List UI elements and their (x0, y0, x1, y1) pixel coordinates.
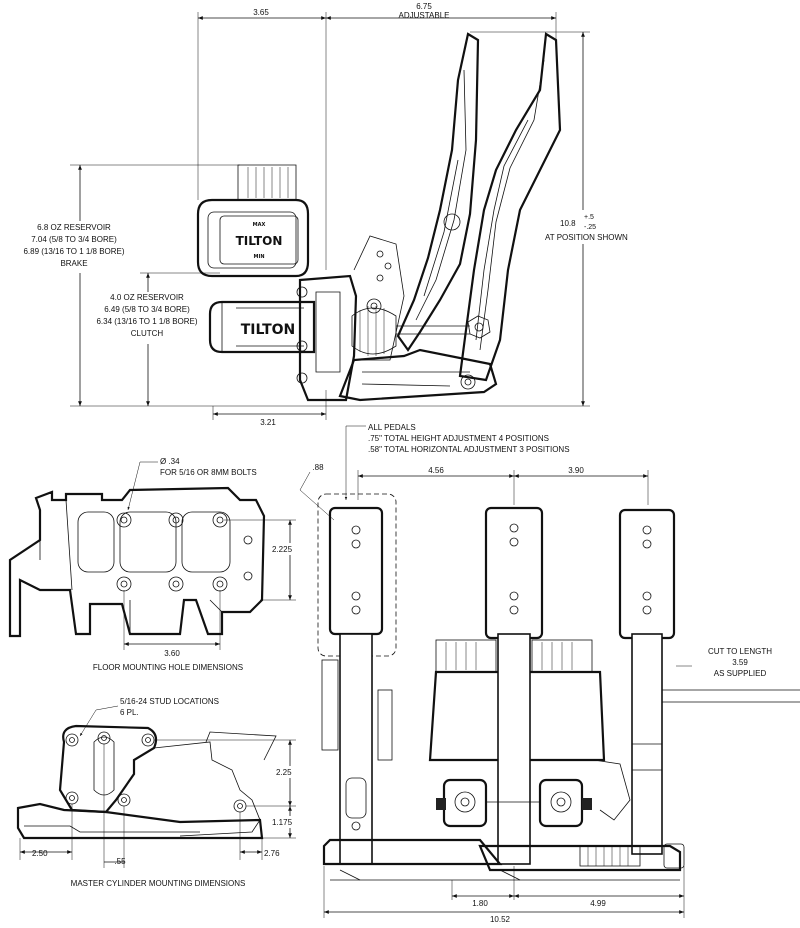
floor-view-caption: FLOOR MOUNTING HOLE DIMENSIONS (93, 663, 243, 672)
dim-2-76: 2.76 (264, 849, 280, 858)
dim-2-25: 2.25 (276, 768, 292, 777)
svg-text:6.34 (13/16 TO 1 1/8 BORE): 6.34 (13/16 TO 1 1/8 BORE) (96, 317, 197, 326)
height-dimension-note: 10.8 +.5 -.25 AT POSITION SHOWN (540, 210, 628, 244)
brake-reservoir: MAX TILTON MIN (196, 164, 310, 278)
dim-3-21: 3.21 (260, 418, 276, 427)
as-supplied-note: AS SUPPLIED (714, 669, 767, 678)
dim-adjustable-note: ADJUSTABLE (399, 11, 450, 20)
floor-mounting-view: Ø .34 FOR 5/16 OR 8MM BOLTS 2.225 3.60 F… (8, 457, 298, 672)
dim-2-50: 2.50 (32, 849, 48, 858)
dim-3-59: 3.59 (732, 658, 748, 667)
adjustment-envelope (317, 493, 397, 657)
reservoir-logo: TILTON (236, 234, 283, 248)
hole-bolt-note: FOR 5/16 OR 8MM BOLTS (160, 468, 257, 477)
stud-count-note: 6 PL. (120, 708, 139, 717)
cut-to-length-note: CUT TO LENGTH (708, 647, 772, 656)
svg-text:AT POSITION SHOWN: AT POSITION SHOWN (545, 233, 628, 242)
dim-4-99: 4.99 (590, 899, 606, 908)
dim-3-60: 3.60 (164, 649, 180, 658)
pedal-pad-clutch (328, 506, 384, 636)
svg-text:6.8 OZ RESERVOIR: 6.8 OZ RESERVOIR (37, 223, 111, 232)
svg-text:4.0 OZ RESERVOIR: 4.0 OZ RESERVOIR (110, 293, 184, 302)
pedal-pad-brake (484, 506, 544, 640)
dim-3-65: 3.65 (253, 8, 269, 17)
stud-note: 5/16-24 STUD LOCATIONS (120, 697, 219, 706)
dim-0-55: .55 (114, 857, 126, 866)
cylinder-logo: TILTON (241, 322, 296, 338)
svg-text:ALL PEDALS: ALL PEDALS (368, 423, 416, 432)
pedal-note: ALL PEDALS .75" TOTAL HEIGHT ADJUSTMENT … (344, 423, 570, 500)
svg-text:BRAKE: BRAKE (60, 259, 87, 268)
pedal-mount-bracket (296, 235, 470, 402)
pedal-base (338, 348, 498, 402)
front-view: ALL PEDALS .75" TOTAL HEIGHT ADJUSTMENT … (299, 423, 800, 924)
rear-pedal-arm (396, 32, 480, 352)
brake-reservoir-note: 6.8 OZ RESERVOIR 7.04 (5/8 TO 3/4 BORE) … (18, 221, 128, 273)
hole-size-note: Ø .34 (160, 457, 180, 466)
front-base (322, 838, 685, 881)
dim-6-75: 6.75 (416, 2, 432, 11)
clutch-reservoir-note: 4.0 OZ RESERVOIR 6.49 (5/8 TO 3/4 BORE) … (92, 292, 198, 344)
pedal-arm-throttle (631, 633, 663, 855)
dim-4-56: 4.56 (428, 466, 444, 475)
dim-1-175: 1.175 (272, 818, 293, 827)
svg-text:6.49 (5/8 TO 3/4 BORE): 6.49 (5/8 TO 3/4 BORE) (104, 305, 190, 314)
clutch-master-cylinder: TILTON (208, 300, 316, 354)
svg-text:-.25: -.25 (584, 224, 596, 231)
svg-text:10.8: 10.8 (560, 219, 576, 228)
balance-bar (436, 759, 631, 828)
svg-text:7.04 (5/8 TO 3/4 BORE): 7.04 (5/8 TO 3/4 BORE) (31, 235, 117, 244)
mc-view-caption: MASTER CYLINDER MOUNTING DIMENSIONS (71, 879, 246, 888)
dim-1-80: 1.80 (472, 899, 488, 908)
reservoir-max-label: MAX (253, 222, 266, 228)
svg-text:CLUTCH: CLUTCH (131, 329, 164, 338)
svg-text:+.5: +.5 (584, 214, 594, 221)
dim-10-52: 10.52 (490, 915, 511, 924)
throttle-rod: CUT TO LENGTH 3.59 AS SUPPLIED (662, 646, 800, 703)
svg-text:.75" TOTAL HEIGHT ADJUSTMENT 4: .75" TOTAL HEIGHT ADJUSTMENT 4 POSITIONS (368, 434, 549, 443)
front-pedal-arm (458, 32, 562, 382)
dim-3-90: 3.90 (568, 466, 584, 475)
svg-text:6.89 (13/16 TO 1 1/8 BORE): 6.89 (13/16 TO 1 1/8 BORE) (23, 247, 124, 256)
mc-mounting-view: 5/16-24 STUD LOCATIONS 6 PL. 2.25 1.175 (16, 697, 296, 888)
dim-0-88: .88 (312, 463, 324, 472)
side-view: 3.65 6.75 ADJUSTABLE 3.21 6.8 OZ RESERVO… (18, 2, 628, 427)
pedal-arm-brake (497, 633, 531, 865)
reservoir-min-label: MIN (253, 254, 264, 260)
dim-2-225: 2.225 (272, 545, 293, 554)
pedal-arm-clutch (321, 633, 393, 865)
pedal-pad-throttle (618, 508, 676, 640)
svg-text:.58" TOTAL HORIZONTAL ADJUSTME: .58" TOTAL HORIZONTAL ADJUSTMENT 3 POSIT… (368, 445, 570, 454)
